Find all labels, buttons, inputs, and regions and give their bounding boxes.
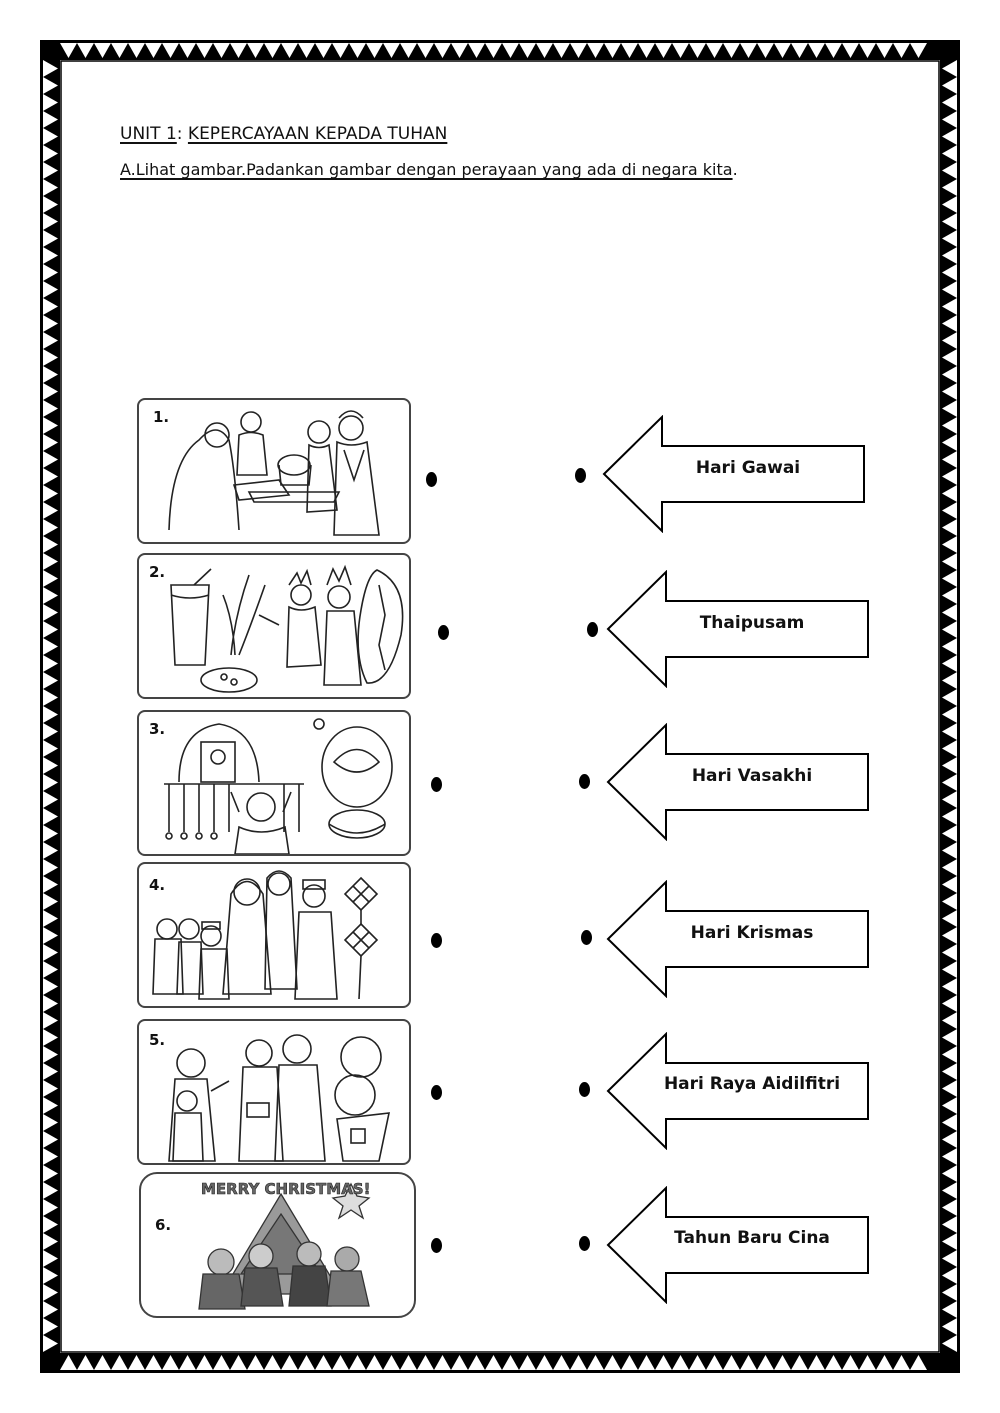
picture-5-dot[interactable] [431,1085,442,1100]
unit-label: UNIT 1 [120,124,177,144]
hari-raya-family-scene-icon [168,410,380,536]
picture-3-dot[interactable] [431,777,442,792]
answer-6-dot[interactable] [579,1236,590,1251]
picture-4-box: 4. [137,862,411,1008]
picture-number: 5. [149,1031,166,1049]
picture-6-box: 6. MERRY CHRISTMAS! [139,1172,416,1318]
unit-colon: : [176,124,188,144]
picture-2-dot[interactable] [438,625,449,640]
celebration-label-6[interactable]: Tahun Baru Cina [674,1228,830,1248]
picture-5-box: 5. [137,1019,411,1165]
answer-3-dot[interactable] [579,774,590,789]
celebration-arrow-4 [606,880,869,998]
celebration-arrow-6 [606,1186,869,1304]
christmas-caption: MERRY CHRISTMAS! [201,1180,370,1198]
answer-5-dot[interactable] [579,1082,590,1097]
chinese-new-year-family-scene-icon [168,1034,391,1162]
picture-4-dot[interactable] [431,933,442,948]
celebration-label-5[interactable]: Hari Raya Aidilfitri [663,1074,841,1094]
picture-3-box: 3. [137,710,411,856]
picture-number: 1. [153,408,170,426]
instruction-period: . [732,160,738,179]
answer-2-dot[interactable] [587,622,598,637]
celebration-label-4[interactable]: Hari Krismas [690,923,814,943]
picture-1-dot[interactable] [426,472,437,487]
picture-1-box: 1. [137,398,411,544]
celebration-label-3[interactable]: Hari Vasakhi [691,766,813,786]
celebration-arrow-1 [602,415,865,533]
picture-number: 2. [149,563,166,581]
celebration-label-2[interactable]: Thaipusam [699,613,805,633]
celebration-label-1[interactable]: Hari Gawai [695,458,801,478]
unit-title: KEPERCAYAAN KEPADA TUHAN [187,124,448,144]
answer-1-dot[interactable] [575,468,586,483]
celebration-arrow-2 [606,570,869,688]
picture-6-dot[interactable] [431,1238,442,1253]
answer-4-dot[interactable] [581,930,592,945]
celebration-arrow-3 [606,723,869,841]
hari-raya-ketupat-scene-icon [152,870,379,1000]
thaipusam-kavadi-scene-icon [164,718,393,854]
picture-number: 3. [149,720,166,738]
picture-number: 6. [155,1216,172,1234]
instruction-body: A.Lihat gambar.Padankan gambar dengan pe… [120,160,733,179]
picture-2-box: 2. [137,553,411,699]
unit-heading: UNIT 1: KEPERCAYAAN KEPADA TUHAN [120,124,447,144]
instruction-text: A.Lihat gambar.Padankan gambar dengan pe… [120,160,738,179]
celebration-arrow-5 [606,1032,869,1150]
gawai-dancers-scene-icon [170,564,404,693]
picture-number: 4. [149,876,166,894]
christmas-scene-icon: MERRY CHRISTMAS! [198,1180,371,1310]
